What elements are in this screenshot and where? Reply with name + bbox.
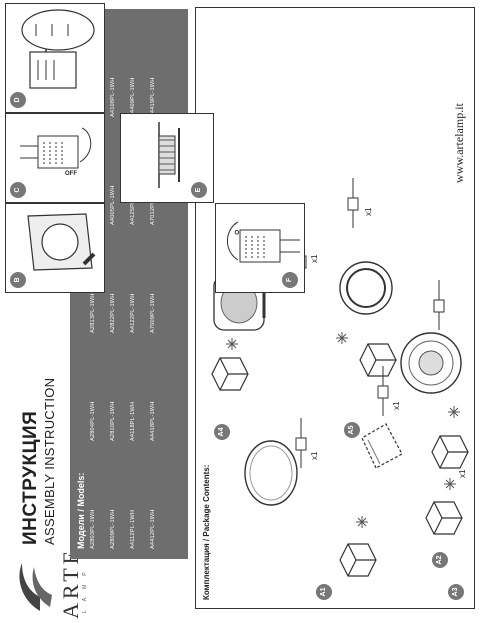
round-downlight-icon — [400, 332, 462, 394]
cable-connector-icon — [377, 366, 389, 416]
model-code: A4005PL-1WH — [110, 185, 116, 225]
step-panel-e: E — [120, 113, 214, 203]
model-code: A4118PL-1WH — [130, 401, 136, 441]
box-icon — [339, 543, 377, 577]
model-code: A2810PL-1WH — [110, 401, 116, 441]
model-code: A2804PL-1WH — [90, 401, 96, 441]
item-qty-a4: x1 — [310, 254, 319, 263]
sparkle-icon — [356, 516, 368, 528]
model-code: A4419PL-1WH — [150, 77, 156, 117]
arte-logo-icon — [19, 563, 52, 611]
model-code: A4409PL-1WH — [130, 77, 136, 117]
power-switch-hand-icon — [20, 127, 92, 169]
item-qty-a1: x1 — [310, 451, 319, 460]
page-subtitle: ASSEMBLY INSTRUCTION — [42, 377, 57, 545]
step-panel-d: D — [5, 3, 105, 113]
model-code: A2822PL-1WH — [110, 293, 116, 333]
box-icon — [425, 501, 463, 535]
fixture-side-view-icon — [158, 122, 180, 188]
model-code: A2803PL-1WH — [90, 509, 96, 549]
step-label-c: C — [10, 182, 26, 198]
item-qty-a2: x1 — [392, 401, 401, 410]
model-code: A4412PL-1WH — [150, 509, 156, 549]
cable-connector-icon — [433, 280, 445, 330]
ring-downlight-icon — [339, 261, 393, 315]
power-switch-hand-icon — [227, 221, 300, 263]
box-icon — [211, 357, 249, 391]
model-code: A4108PL-1WH — [110, 77, 116, 117]
reflector-downlight-icon — [213, 275, 266, 331]
box-icon — [359, 343, 397, 377]
item-label-a3: A3 — [448, 584, 464, 600]
cable-connector-icon — [295, 418, 307, 468]
item-qty-a5: x1 — [364, 207, 373, 216]
model-code: A4112PL-1WH — [130, 509, 136, 549]
model-code: A7009PL-1WH — [150, 293, 156, 333]
step-panel-b: B — [5, 203, 105, 293]
item-label-a5: A5 — [344, 422, 360, 438]
cable-connector-icon — [347, 178, 359, 228]
spring-mount-frame-icon — [361, 423, 403, 469]
ceiling-cutout-icon — [27, 213, 96, 271]
package-contents-box: Комплектация / Package Contents: A1 x1 A… — [195, 7, 475, 609]
sparkle-icon — [448, 406, 460, 418]
model-code: A4418PL-1WH — [150, 401, 156, 441]
website-url: www.artelamp.it — [452, 103, 466, 183]
package-heading: Комплектация / Package Contents: — [202, 464, 211, 600]
sparkle-icon — [336, 332, 348, 344]
item-label-a1: A1 — [316, 584, 332, 600]
models-heading: Модели / Models: — [76, 472, 86, 549]
model-code: A4122PL-1WH — [130, 293, 136, 333]
step-panel-f: F ON — [215, 203, 305, 293]
slim-panel-light-icon — [244, 440, 298, 506]
model-code: A2809PL-1WH — [110, 509, 116, 549]
brand-sub: LAMP — [82, 563, 88, 613]
page-title: ИНСТРУКЦИЯ — [20, 410, 41, 545]
wiring-connection-icon — [21, 9, 95, 89]
item-qty-a3: x1 — [458, 469, 467, 478]
item-label-a4: A4 — [214, 424, 230, 440]
sparkle-icon — [444, 478, 456, 490]
step-label-d: D — [10, 92, 26, 108]
sparkle-icon — [226, 338, 238, 350]
item-label-a2: A2 — [432, 552, 448, 568]
step-panel-c: C OFF — [5, 113, 105, 203]
box-icon — [431, 435, 469, 469]
